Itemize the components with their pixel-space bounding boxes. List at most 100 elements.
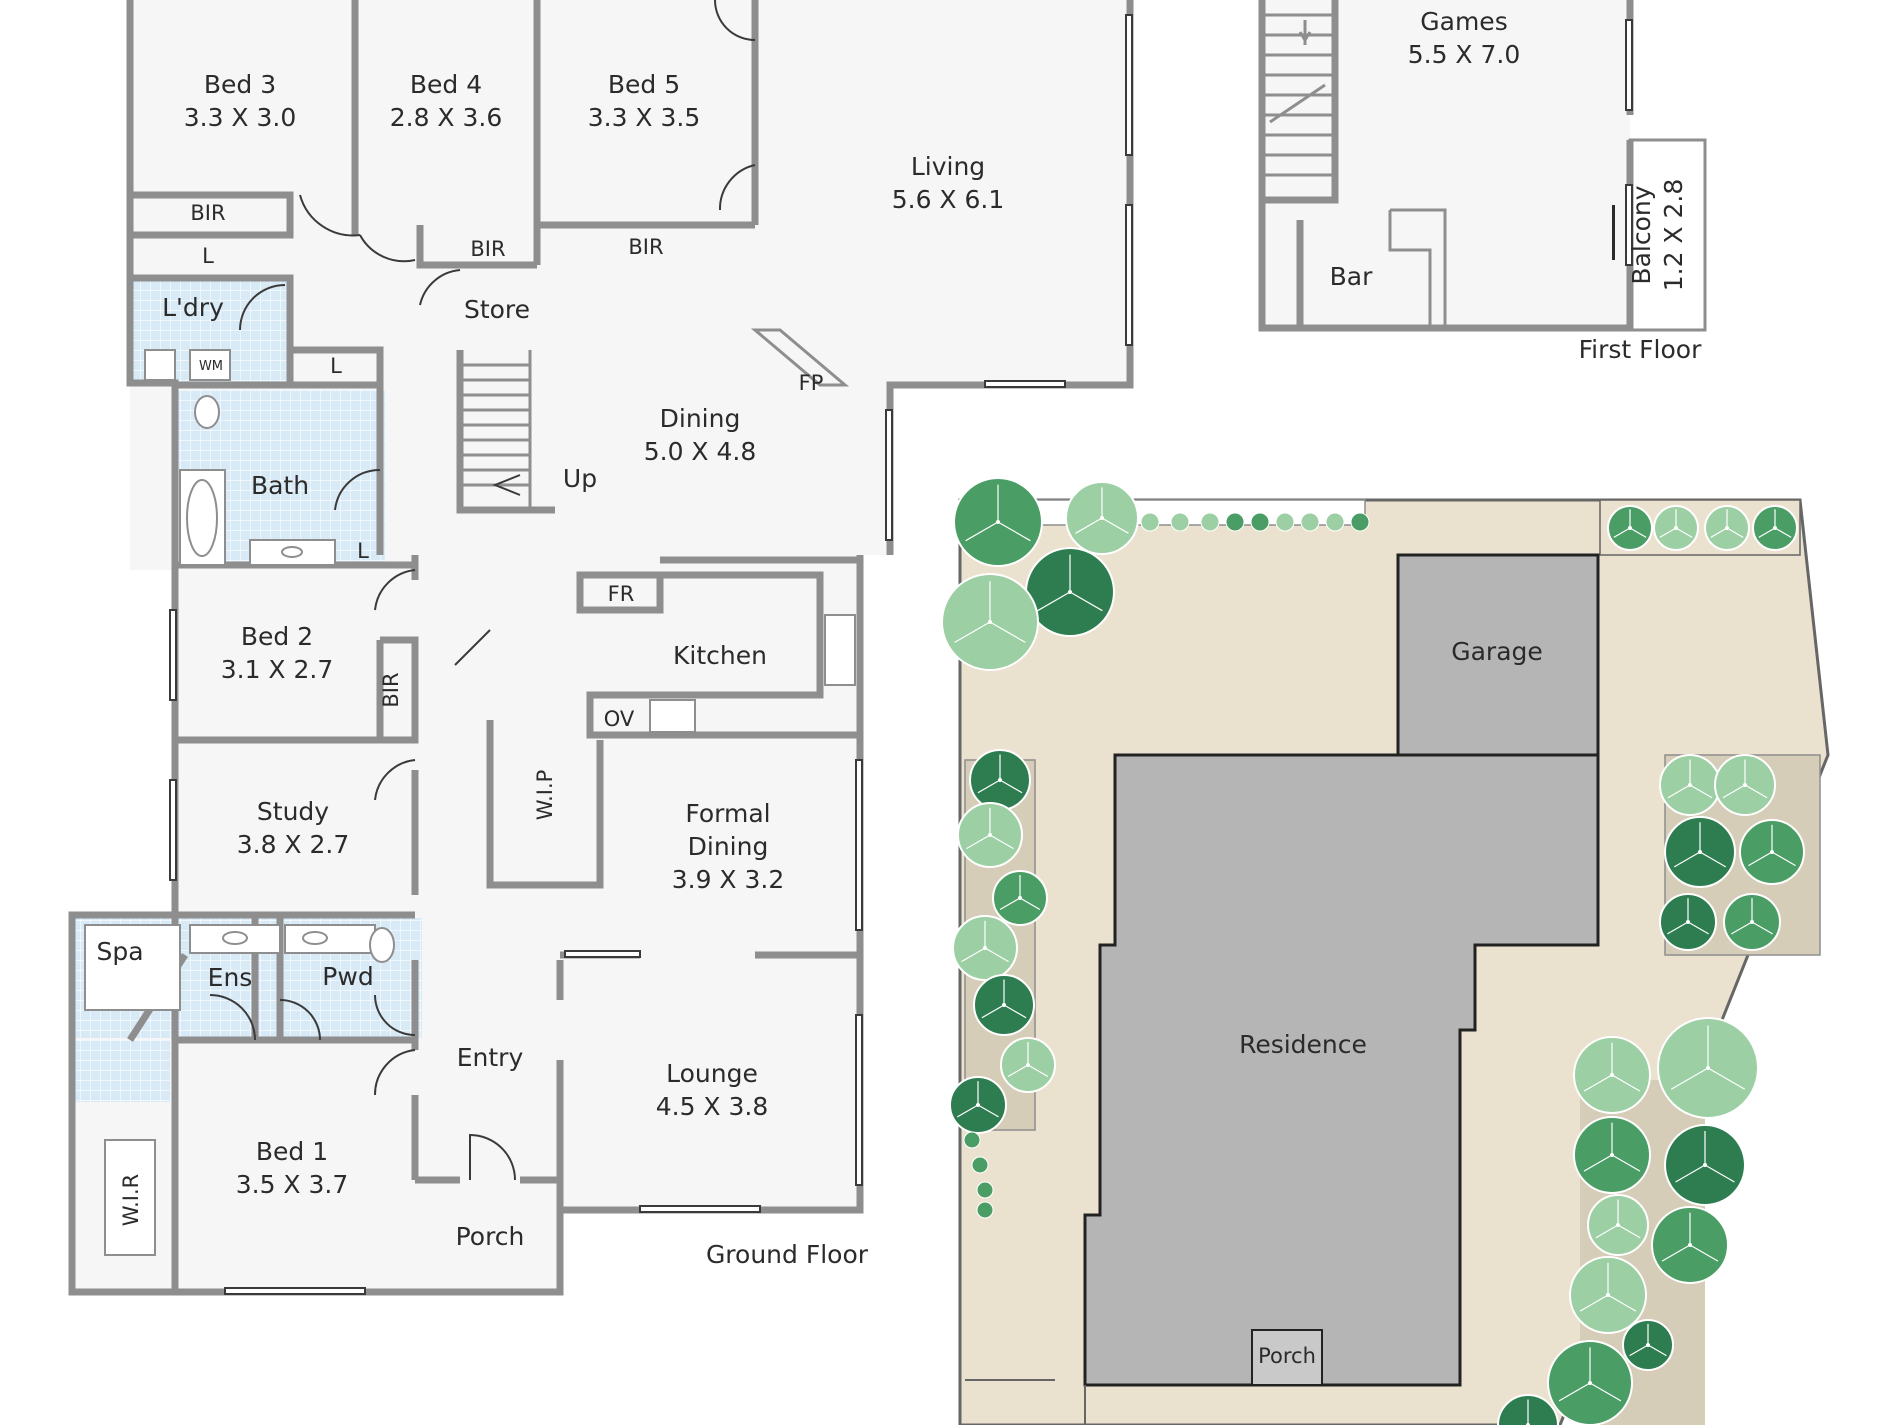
tree-icon bbox=[963, 1131, 981, 1149]
balcony-name: Balcony bbox=[1627, 185, 1656, 284]
store-name: Store bbox=[464, 295, 530, 324]
bir-bed2: BIR bbox=[379, 672, 403, 707]
ground-floor-plan bbox=[68, 0, 1134, 1296]
tree-icon bbox=[976, 1181, 994, 1199]
tree-icon bbox=[1250, 512, 1270, 532]
tree-icon bbox=[1653, 505, 1699, 551]
ground-floor-title: Ground Floor bbox=[706, 1240, 869, 1269]
tree-icon bbox=[1025, 547, 1115, 637]
linen-cupboard-1: L bbox=[202, 244, 214, 268]
bed1-name: Bed 1 bbox=[256, 1137, 328, 1166]
pwd-name: Pwd bbox=[322, 962, 373, 991]
tree-icon bbox=[1664, 1124, 1746, 1206]
ens-name: Ens bbox=[208, 963, 253, 992]
tree-icon bbox=[1350, 512, 1370, 532]
linen-cupboard-2: L bbox=[330, 354, 342, 378]
tree-icon bbox=[1547, 1340, 1633, 1425]
tree-icon bbox=[1000, 1037, 1056, 1093]
formal-dining-name-1: Formal bbox=[685, 799, 770, 828]
living-size: 5.6 X 6.1 bbox=[892, 185, 1005, 214]
bed1-size: 3.5 X 3.7 bbox=[236, 1170, 349, 1199]
stair-up-label: Up bbox=[563, 464, 597, 493]
tree-icon bbox=[1664, 816, 1736, 888]
living-name: Living bbox=[911, 152, 985, 181]
bed4-name: Bed 4 bbox=[410, 70, 482, 99]
tree-icon bbox=[1752, 505, 1798, 551]
study-size: 3.8 X 2.7 bbox=[237, 830, 350, 859]
bed2-size: 3.1 X 2.7 bbox=[221, 655, 334, 684]
ground-floor-labels: Bed 3 3.3 X 3.0 Bed 4 2.8 X 3.6 Bed 5 3.… bbox=[96, 70, 1004, 1269]
bed3-name: Bed 3 bbox=[204, 70, 276, 99]
tree-icon bbox=[1300, 512, 1320, 532]
tree-icon bbox=[1704, 505, 1750, 551]
formal-dining-size: 3.9 X 3.2 bbox=[672, 865, 785, 894]
spa-name: Spa bbox=[96, 937, 143, 966]
bed2-name: Bed 2 bbox=[241, 622, 313, 651]
tree-icon bbox=[1714, 754, 1776, 816]
site-porch-label: Porch bbox=[1258, 1344, 1316, 1368]
dining-name: Dining bbox=[660, 404, 741, 433]
tree-icon bbox=[941, 573, 1039, 671]
tree-icon bbox=[1622, 1319, 1674, 1371]
tree-icon bbox=[949, 1076, 1007, 1134]
tree-icon bbox=[1140, 512, 1160, 532]
bed5-name: Bed 5 bbox=[608, 70, 680, 99]
games-name: Games bbox=[1420, 7, 1507, 36]
tree-icon bbox=[1573, 1116, 1651, 1194]
tree-icon bbox=[1200, 512, 1220, 532]
tree-icon bbox=[1659, 893, 1717, 951]
tree-icon bbox=[992, 870, 1048, 926]
balcony-size: 1.2 X 2.8 bbox=[1659, 179, 1688, 292]
bir-bed4: BIR bbox=[470, 237, 505, 261]
tree-icon bbox=[957, 802, 1023, 868]
lounge-size: 4.5 X 3.8 bbox=[656, 1092, 769, 1121]
linen-cupboard-3: L bbox=[357, 539, 369, 563]
first-floor-title: First Floor bbox=[1579, 335, 1702, 364]
tree-icon bbox=[1325, 512, 1345, 532]
staircase bbox=[458, 350, 532, 510]
tree-icon bbox=[1587, 1194, 1649, 1256]
landscape-trees bbox=[941, 477, 1805, 1425]
kitchen-name: Kitchen bbox=[673, 641, 767, 670]
dining-size: 5.0 X 4.8 bbox=[644, 437, 757, 466]
study-name: Study bbox=[257, 797, 329, 826]
garage bbox=[1396, 553, 1600, 757]
bed5-size: 3.3 X 3.5 bbox=[588, 103, 701, 132]
bath-name: Bath bbox=[251, 471, 309, 500]
walk-in-pantry-label: W.I.P bbox=[533, 770, 557, 821]
residence bbox=[1083, 753, 1600, 1387]
bir-bed3: BIR bbox=[190, 201, 225, 225]
tree-icon bbox=[1659, 754, 1721, 816]
residence-label: Residence bbox=[1239, 1030, 1367, 1059]
tree-icon bbox=[976, 1201, 994, 1219]
bed4-size: 2.8 X 3.6 bbox=[390, 103, 503, 132]
games-size: 5.5 X 7.0 bbox=[1408, 40, 1521, 69]
oven-label: OV bbox=[604, 707, 635, 731]
fridge-label: FR bbox=[608, 582, 635, 606]
tree-icon bbox=[1651, 1206, 1729, 1284]
garage-label: Garage bbox=[1451, 637, 1543, 666]
tree-icon bbox=[1739, 819, 1805, 885]
walk-in-robe-label: W.I.R bbox=[119, 1174, 143, 1227]
tree-icon bbox=[1275, 512, 1295, 532]
first-floor-plan: Games 5.5 X 7.0 Bar Balcony 1.2 X 2.8 Fi… bbox=[1258, 0, 1707, 364]
formal-dining-name-2: Dining bbox=[688, 832, 769, 861]
site-porch bbox=[1251, 1329, 1323, 1386]
bar-name: Bar bbox=[1330, 262, 1373, 291]
tree-icon bbox=[1497, 1394, 1559, 1425]
tree-icon bbox=[1569, 1256, 1647, 1334]
tree-icon bbox=[1065, 481, 1139, 555]
tree-icon bbox=[969, 749, 1031, 811]
porch-name: Porch bbox=[456, 1222, 525, 1251]
laundry-name: L'dry bbox=[162, 293, 224, 322]
tree-icon bbox=[1657, 1017, 1759, 1119]
tree-icon bbox=[1607, 505, 1653, 551]
site-plan: Garage Residence Porch bbox=[941, 477, 1830, 1425]
tree-icon bbox=[952, 915, 1018, 981]
fireplace-label: FP bbox=[799, 371, 824, 395]
tree-icon bbox=[1170, 512, 1190, 532]
tree-icon bbox=[973, 974, 1035, 1036]
tree-icon bbox=[953, 477, 1043, 567]
tree-icon bbox=[1723, 893, 1781, 951]
